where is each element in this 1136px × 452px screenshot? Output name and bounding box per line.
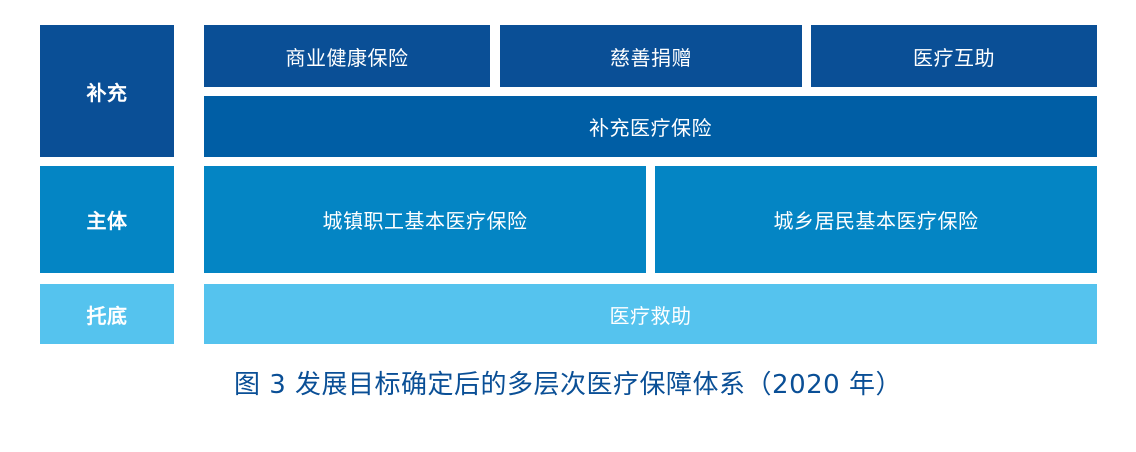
box-urban-rural-resident-insurance: 城乡居民基本医疗保险 bbox=[655, 166, 1097, 273]
box-medical-mutual-aid: 医疗互助 bbox=[811, 25, 1097, 87]
box-charity-donation: 慈善捐赠 bbox=[500, 25, 802, 87]
figure-caption: 图 3 发展目标确定后的多层次医疗保障体系（2020 年） bbox=[233, 370, 902, 400]
tier-label-base: 托底 bbox=[40, 284, 174, 344]
box-commercial-health-insurance: 商业健康保险 bbox=[204, 25, 490, 87]
box-supplementary-medical-insurance: 补充医疗保险 bbox=[204, 96, 1097, 157]
box-medical-assistance: 医疗救助 bbox=[204, 284, 1097, 344]
box-urban-employee-insurance: 城镇职工基本医疗保险 bbox=[204, 166, 646, 273]
tier-label-main: 主体 bbox=[40, 166, 174, 273]
tier-label-supplement: 补充 bbox=[40, 25, 174, 157]
